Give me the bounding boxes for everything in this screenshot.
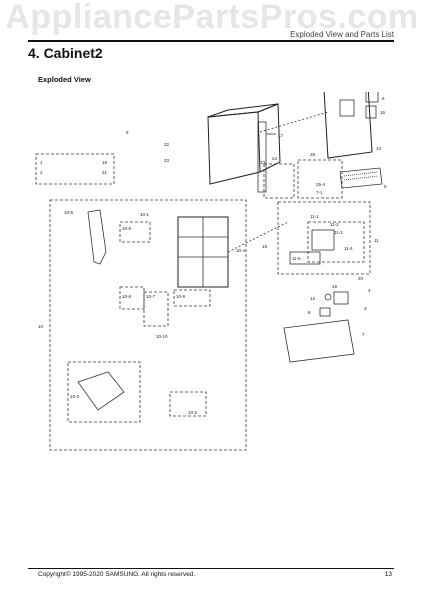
callout-18: 18 bbox=[102, 160, 108, 165]
callout-19: 19 bbox=[332, 284, 338, 289]
callout-10-4: 10-4 bbox=[236, 248, 246, 253]
callout-11-5: 11-5 bbox=[292, 256, 301, 261]
exploded-view-diagram: 9 22 23 1 2 18 21 17 13 24 26 25-4 7-1 6… bbox=[28, 85, 398, 552]
callout-11-3: 11-3 bbox=[334, 230, 343, 235]
group-box-10-9 bbox=[173, 289, 211, 307]
callout-25-1: 25-4 bbox=[316, 182, 326, 187]
diagram-svg: 9 22 23 1 2 18 21 17 13 24 26 25-4 7-1 6… bbox=[35, 85, 387, 451]
callout-15: 15 bbox=[262, 244, 268, 249]
callout-2: 2 bbox=[40, 170, 43, 175]
callout-13: 13 bbox=[260, 160, 266, 165]
part-11-module bbox=[311, 229, 335, 251]
group-box-24 bbox=[263, 163, 295, 199]
part-5-vent bbox=[339, 167, 383, 189]
callout-4: 4 bbox=[368, 288, 371, 293]
group-box-10-3 bbox=[67, 361, 141, 423]
group-box-10-7 bbox=[143, 291, 169, 327]
leader-main bbox=[227, 221, 289, 253]
part-7-bracket bbox=[283, 319, 355, 363]
left-duct bbox=[87, 209, 107, 265]
callout-14: 14 bbox=[376, 146, 382, 151]
group-box-left-top bbox=[35, 153, 115, 185]
left-lower-assembly bbox=[77, 371, 125, 411]
rear-panel-module bbox=[339, 99, 355, 117]
callout-9: 9 bbox=[126, 130, 129, 135]
callout-1: 1 bbox=[40, 160, 43, 165]
callout-23: 23 bbox=[164, 158, 170, 163]
group-box-10-6 bbox=[119, 221, 151, 243]
part-12-fastener bbox=[324, 293, 332, 301]
header-doc-label: Exploded View and Parts List bbox=[290, 30, 394, 39]
group-box-10-2 bbox=[169, 391, 207, 417]
callout-10: 10 bbox=[38, 324, 44, 329]
callout-26: 26 bbox=[310, 152, 316, 157]
part-19-valve bbox=[333, 291, 349, 305]
section-title: 4. Cabinet2 bbox=[28, 45, 103, 61]
callout-11-2: 11-2 bbox=[330, 222, 339, 227]
callout-10-7: 10-7 bbox=[146, 294, 156, 299]
rear-panel bbox=[323, 85, 373, 159]
title-rule bbox=[28, 40, 394, 42]
part-8-connector bbox=[319, 307, 331, 317]
callout-11: 11 bbox=[374, 238, 379, 243]
callout-11-4: 11-4 bbox=[344, 246, 353, 251]
callout-25-2: 7-1 bbox=[316, 190, 323, 195]
callout-3: 3 bbox=[364, 306, 367, 311]
callout-10-6: 10-6 bbox=[122, 226, 132, 231]
group-box-10 bbox=[49, 199, 247, 451]
callout-5: 5 bbox=[384, 184, 387, 189]
callout-7: 7 bbox=[362, 332, 365, 337]
part-17-duct bbox=[257, 121, 267, 193]
cabinet-shell bbox=[207, 111, 261, 185]
callout-16: 16 bbox=[380, 110, 386, 115]
callout-10-5: 10-5 bbox=[64, 210, 74, 215]
group-box-25 bbox=[297, 159, 343, 199]
callout-21: 21 bbox=[102, 170, 108, 175]
callout-17: 17 bbox=[278, 133, 284, 138]
callout-12: 12 bbox=[310, 296, 316, 301]
copyright: Copyright© 1995-2020 SAMSUNG. All rights… bbox=[38, 571, 196, 578]
leader-rear bbox=[259, 111, 329, 133]
page-number: 13 bbox=[384, 571, 392, 578]
callout-20: 20 bbox=[358, 276, 364, 281]
cabinet-shell-side bbox=[257, 103, 281, 173]
callout-10-1: 10-1 bbox=[140, 212, 150, 217]
callout-10-3: 10-3 bbox=[70, 394, 80, 399]
callout-8: 8 bbox=[308, 310, 311, 315]
subheading: Exploded View bbox=[38, 75, 91, 84]
callout-11-1: 11-1 bbox=[310, 214, 319, 219]
callout-10-9: 10-9 bbox=[176, 294, 186, 299]
callout-22: 22 bbox=[164, 142, 170, 147]
part-6-bracket bbox=[365, 89, 379, 103]
group-box-11 bbox=[277, 201, 371, 275]
callout-10-2: 10-2 bbox=[188, 410, 198, 415]
callout-10-8: 10-8 bbox=[122, 294, 132, 299]
group-box-11-sub bbox=[307, 221, 365, 263]
callout-10-10: 10-10 bbox=[156, 334, 168, 339]
callout-24: 24 bbox=[272, 156, 278, 161]
part-16-board bbox=[365, 105, 377, 119]
cabinet-shell-top bbox=[207, 103, 279, 118]
part-11-base bbox=[289, 251, 321, 265]
callout-6: 6 bbox=[382, 96, 385, 101]
footer-rule bbox=[28, 568, 394, 569]
watermark: AppliancePartsPros.com bbox=[5, 0, 419, 36]
